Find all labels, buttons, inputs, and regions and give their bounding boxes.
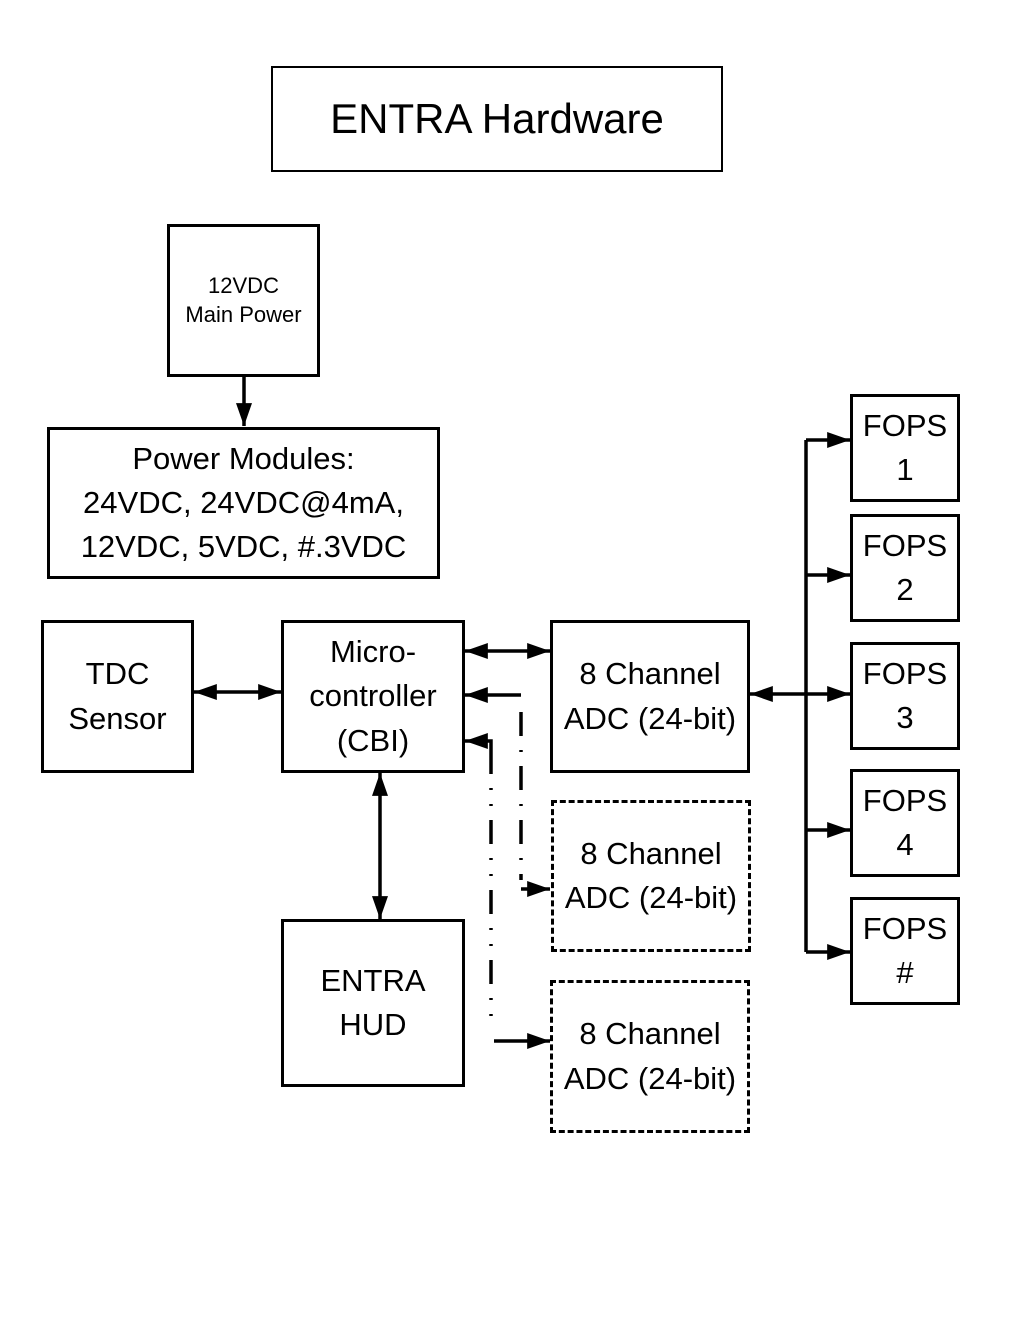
node-adc-2-optional: 8 Channel ADC (24-bit) [551, 800, 751, 952]
node-fops-1: FOPS 1 [850, 394, 960, 502]
node-fops-2: FOPS 2 [850, 514, 960, 622]
node-microcontroller: Micro- controller (CBI) [281, 620, 465, 773]
node-tdc-sensor: TDC Sensor [41, 620, 194, 773]
node-label: FOPS [862, 655, 948, 691]
node-label: Main Power [185, 301, 302, 327]
node-main-power: 12VDC Main Power [167, 224, 320, 377]
node-label: ADC (24-bit) [563, 1060, 737, 1096]
node-adc-3-optional: 8 Channel ADC (24-bit) [550, 980, 750, 1133]
node-label: TDC [85, 656, 150, 692]
node-label: 3 [896, 700, 914, 735]
node-label: (CBI) [336, 722, 410, 758]
node-label: 12VDC [208, 272, 279, 298]
diagram-title: ENTRA Hardware [271, 66, 723, 172]
node-label: 4 [896, 827, 914, 862]
node-label: FOPS [862, 527, 948, 563]
node-label: FOPS [862, 910, 948, 946]
node-label: Micro- [329, 634, 417, 670]
node-label: controller [309, 678, 437, 714]
node-fops-4: FOPS 4 [850, 769, 960, 877]
node-label: # [896, 955, 914, 990]
node-label: 2 [896, 572, 914, 607]
node-label: ADC (24-bit) [564, 880, 738, 915]
node-label: Sensor [68, 700, 167, 736]
node-label: FOPS [862, 782, 948, 818]
node-fops-3: FOPS 3 [850, 642, 960, 750]
node-fops-n: FOPS # [850, 897, 960, 1005]
node-label: ADC (24-bit) [563, 700, 737, 736]
node-label: 1 [896, 452, 914, 487]
node-power-modules: Power Modules: 24VDC, 24VDC@4mA, 12VDC, … [47, 427, 440, 579]
title-text: ENTRA Hardware [330, 94, 664, 142]
node-entra-hud: ENTRA HUD [281, 919, 465, 1087]
node-label: 8 Channel [579, 1016, 721, 1052]
node-label: 8 Channel [580, 835, 722, 871]
edge-adc3-microcontroller [465, 733, 493, 750]
node-label: Power Modules: [132, 440, 355, 476]
node-label: ENTRA [320, 962, 426, 998]
node-label: FOPS [862, 407, 948, 443]
node-label: 8 Channel [579, 656, 721, 692]
node-adc-1: 8 Channel ADC (24-bit) [550, 620, 750, 773]
node-label: 12VDC, 5VDC, #.3VDC [80, 529, 407, 564]
node-label: 24VDC, 24VDC@4mA, [83, 484, 404, 520]
node-label: HUD [339, 1007, 407, 1042]
